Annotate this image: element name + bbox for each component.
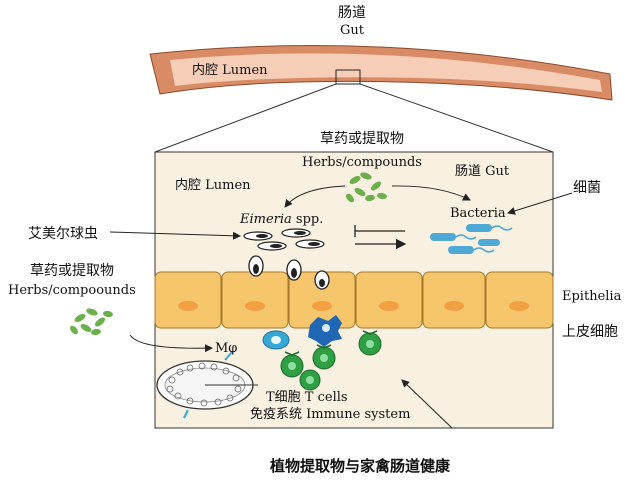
bacteria-label-en: Bacteria: [450, 206, 506, 221]
herb-plant-top-icon: [346, 172, 387, 203]
macrophage-cells: [262, 315, 342, 350]
zoom-line-right: [359, 83, 554, 153]
epithelial-layer: [154, 271, 554, 329]
epithelia-label-zh: 上皮细胞: [562, 324, 618, 340]
herbs-left-zh: 草药或提取物: [30, 263, 114, 279]
bacteria-label-zh: 细菌: [573, 180, 601, 196]
zoom-line-left: [154, 83, 337, 153]
immune-arrow: [401, 379, 453, 429]
caption: 植物提取物与家禽肠道健康: [270, 457, 451, 475]
eimeria-oocysts: [243, 228, 325, 251]
invading-sporozoites: [248, 255, 330, 290]
gut-lumen-band: [170, 53, 602, 92]
t-cells: [280, 330, 382, 391]
eimeria-label-arrow: [109, 231, 241, 240]
inhibition-symbol: [354, 225, 405, 237]
tcells-label: T细胞 T cells: [266, 390, 348, 405]
herbs-top-zh: 草药或提取物: [320, 131, 404, 147]
herb-plant-left-icon: [70, 308, 113, 336]
eimeria-label-zh: 艾美尔球虫: [28, 226, 98, 242]
zoom-region-marker: [335, 69, 361, 85]
eimeria-label: Eimeria spp.: [239, 212, 323, 227]
herb-to-bacteria-arrow: [391, 185, 471, 201]
bacteria-cluster: [430, 224, 513, 254]
gut-title-zh: 肠道: [338, 5, 366, 21]
lumen-inner-label: 内腔 Lumen: [175, 177, 251, 193]
macrophage-label: Mφ: [215, 341, 237, 356]
herbs-left-en: Herbs/compoounds: [8, 283, 136, 298]
immune-system-label: 免疫系统 Immune system: [250, 406, 410, 422]
herb-to-macrophage-arrow: [129, 334, 213, 353]
gut-inner-label: 肠道 Gut: [455, 164, 510, 179]
gut-title-en: Gut: [340, 23, 365, 38]
lymph-vessel: [156, 351, 258, 419]
bacteria-label-arrow: [507, 192, 573, 215]
herbs-top-en: Herbs/compounds: [302, 155, 422, 170]
herb-to-eimeria-arrow: [284, 185, 346, 208]
epithelia-label-en: Epithelia: [562, 289, 622, 304]
lumen-band-label: 内腔 Lumen: [192, 62, 268, 78]
